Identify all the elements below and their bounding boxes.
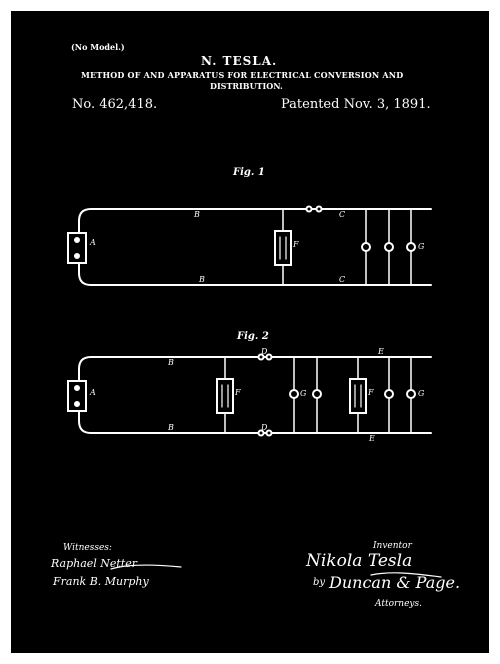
- fig2-letter-f1: F: [235, 388, 241, 397]
- fig1-letter-b-top: B: [194, 210, 200, 219]
- model-note: (No Model.): [71, 42, 125, 52]
- fig2-letter-d-bottom: D: [261, 423, 268, 432]
- inventor-signature: Nikola Tesla: [306, 551, 413, 571]
- attorneys-label: Attorneys.: [375, 599, 422, 609]
- signature-flourishes: [110, 564, 442, 578]
- fig1-letter-g: G: [418, 242, 425, 251]
- title-line-1: METHOD OF AND APPARATUS FOR ELECTRICAL C…: [81, 70, 404, 80]
- fig1-letter-b-bottom: B: [199, 275, 205, 284]
- fig2-letter-d-top: D: [261, 347, 268, 356]
- attorney-by: by: [313, 577, 326, 588]
- fig2-letter-a: A: [90, 388, 96, 397]
- title-line-2: DISTRIBUTION.: [210, 81, 283, 91]
- fig-1-diagram: [67, 205, 432, 286]
- fig2-letter-g1: G: [300, 389, 307, 398]
- witness-1-signature: Raphael Netter: [51, 557, 138, 570]
- fig1-letter-f: F: [293, 240, 299, 249]
- witnesses-label: Witnesses:: [63, 543, 112, 553]
- fig2-letter-f2: F: [368, 388, 374, 397]
- fig2-letter-b-top: B: [168, 358, 174, 367]
- witness-2-signature: Frank B. Murphy: [53, 575, 149, 588]
- patent-sheet: (No Model.) N. TESLA. METHOD OF AND APPA…: [11, 11, 489, 653]
- fig2-letter-e-bottom: E: [369, 434, 375, 443]
- attorney-signature: Duncan & Page.: [329, 573, 461, 592]
- patent-number: No. 462,418.: [72, 97, 158, 112]
- fig-1-label: Fig. 1: [233, 167, 265, 178]
- fig2-letter-g2: G: [418, 389, 425, 398]
- fig1-letter-a: A: [90, 238, 96, 247]
- fig2-letter-b-bottom: B: [168, 423, 174, 432]
- circuit-diagrams: [67, 205, 442, 578]
- inventor-label: Inventor: [373, 541, 412, 551]
- patent-date: Patented Nov. 3, 1891.: [281, 97, 431, 112]
- fig1-letter-c-top: C: [339, 210, 346, 219]
- fig-2-diagram: [67, 353, 432, 437]
- inventor-name: N. TESLA.: [201, 54, 278, 68]
- fig-2-label: Fig. 2: [237, 331, 269, 342]
- fig1-letter-c-bottom: C: [339, 275, 346, 284]
- fig2-letter-e-top: E: [378, 347, 384, 356]
